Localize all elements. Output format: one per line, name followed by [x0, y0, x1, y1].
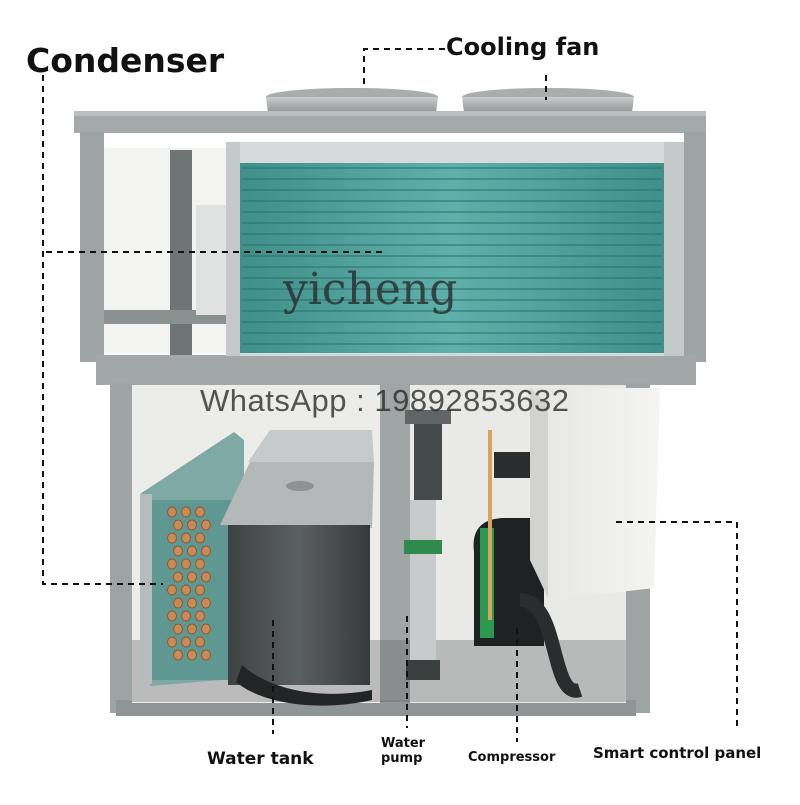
watermark-brand: yicheng: [283, 264, 458, 315]
smart-control-panel: [530, 388, 660, 600]
cooling-fan-left: [266, 88, 438, 113]
leader-lines: [42, 48, 738, 742]
leader-condenser: [42, 75, 163, 585]
label-compressor: Compressor: [468, 750, 556, 765]
watermark-contact: WhatsApp : 19892853632: [200, 383, 570, 418]
label-water-pump-line1: Water: [381, 736, 426, 751]
label-smart-control-panel: Smart control panel: [593, 744, 762, 762]
cooling-fan-right: [462, 88, 634, 113]
label-water-pump-line2: pump: [381, 751, 423, 766]
water-tank: [220, 430, 374, 706]
side-condenser: [140, 432, 244, 686]
label-condenser: Condenser: [26, 41, 225, 80]
condenser-coil-top: [226, 142, 684, 356]
compressor: [473, 430, 583, 698]
leader-control-panel: [616, 521, 738, 730]
label-cooling-fan: Cooling fan: [446, 33, 600, 61]
label-water-tank: Water tank: [207, 749, 314, 769]
water-pump: [404, 410, 451, 680]
leader-cooling-fan: [363, 48, 445, 88]
